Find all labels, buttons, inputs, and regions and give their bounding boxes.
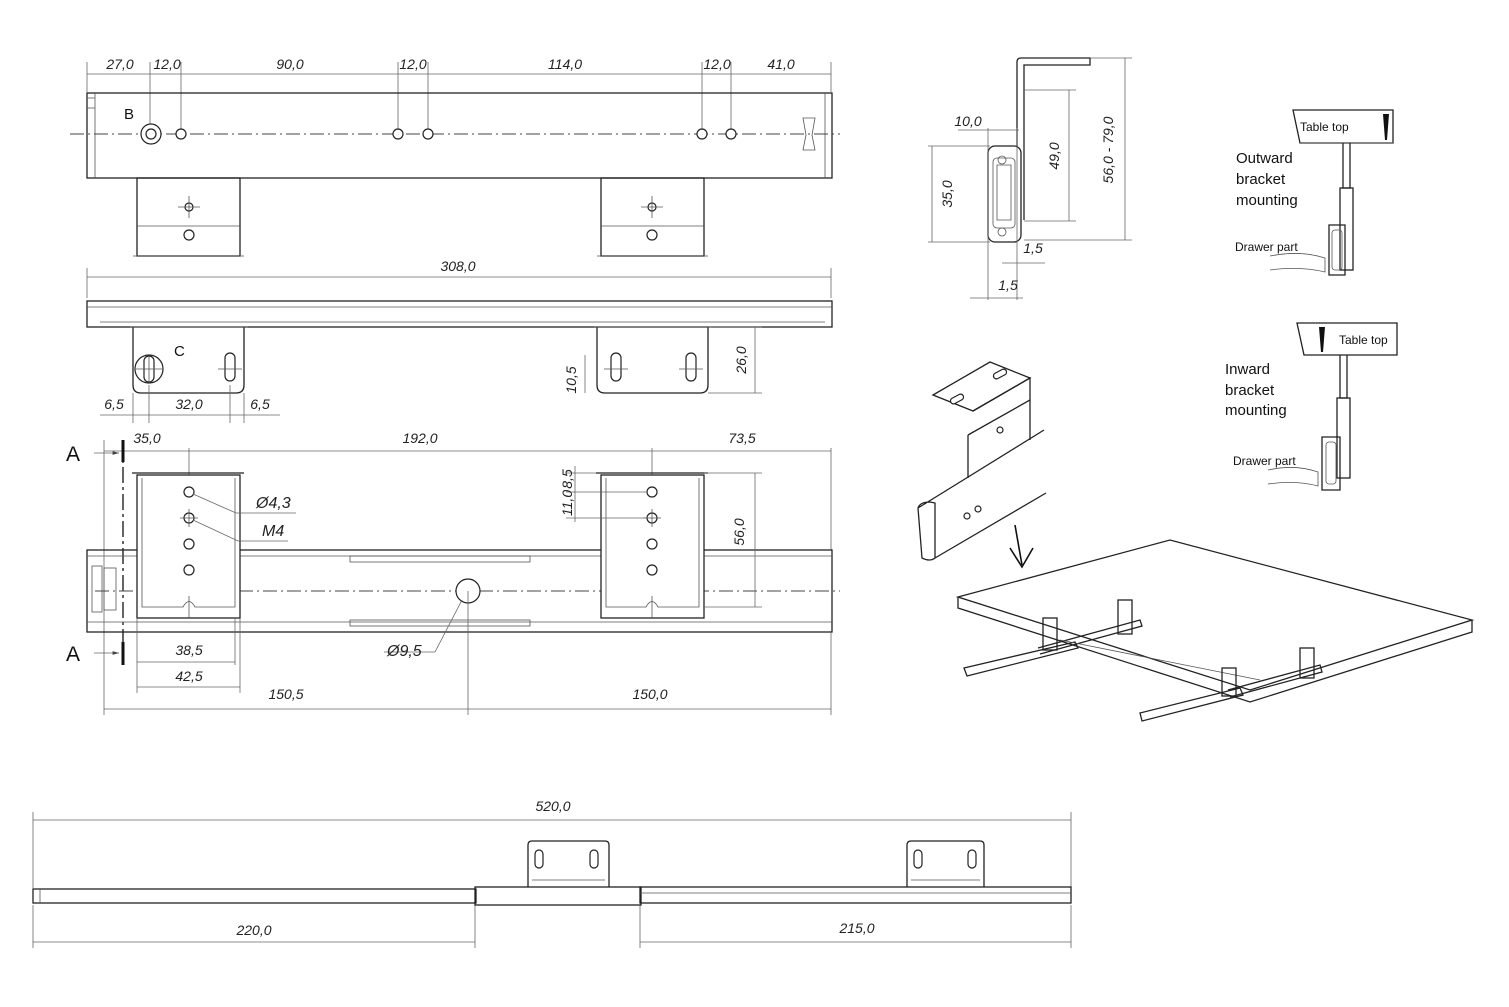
- dim-10-5: 10,5: [563, 366, 579, 393]
- table-top-label-2: Table top: [1339, 333, 1388, 347]
- dim-35-section: 35,0: [939, 180, 955, 207]
- dim-56: 56,0: [731, 518, 747, 545]
- dim-308: 308,0: [440, 258, 475, 274]
- dim-49: 49,0: [1046, 142, 1062, 169]
- dim-220: 220,0: [235, 922, 271, 938]
- inward-title-line1: Inward: [1225, 361, 1270, 378]
- outward-title-line2: bracket: [1236, 171, 1286, 188]
- dim-38-5: 38,5: [175, 642, 202, 658]
- dim-42-5: 42,5: [175, 668, 202, 684]
- dim-8-5: 8,5: [559, 469, 575, 489]
- top-view: 27,0 12,0 90,0 12,0 114,0 12,0 41,0 B: [70, 56, 840, 257]
- isometric-view: [917, 361, 1475, 722]
- section-view: 10,0 35,0 49,0 56,0 - 79,0 1,5 1,5: [928, 57, 1132, 300]
- dim-6-5b: 6,5: [250, 396, 270, 412]
- dim-150-5: 150,5: [268, 686, 303, 702]
- dim-1-5b: 1,5: [998, 277, 1018, 293]
- dim-12c: 12,0: [703, 56, 730, 72]
- outward-mounting-diagram: Outward bracket mounting Table top Drawe…: [1235, 109, 1394, 276]
- dim-150: 150,0: [632, 686, 667, 702]
- thread-m4: M4: [262, 523, 284, 540]
- dim-192: 192,0: [402, 430, 437, 446]
- inward-title-line3: mounting: [1225, 402, 1287, 419]
- side-view: 308,0 C 26,0 10,5 6,5 32,0 6,5: [86, 258, 833, 423]
- center-hole-diameter: Ø9,5: [386, 643, 422, 660]
- dim-10: 10,0: [954, 113, 981, 129]
- dim-90: 90,0: [276, 56, 303, 72]
- dim-27: 27,0: [105, 56, 133, 72]
- dim-56-79: 56,0 - 79,0: [1100, 116, 1116, 183]
- drawer-part-label-2: Drawer part: [1233, 454, 1296, 468]
- marker-b: B: [124, 106, 134, 123]
- dim-6-5a: 6,5: [104, 396, 124, 412]
- dim-26: 26,0: [733, 346, 749, 374]
- marker-c: C: [174, 343, 185, 360]
- section-marker-a-top: A: [66, 443, 80, 466]
- dim-32: 32,0: [175, 396, 202, 412]
- dim-41: 41,0: [767, 56, 794, 72]
- section-marker-a-bottom: A: [66, 643, 80, 666]
- dim-1-5a: 1,5: [1023, 240, 1043, 256]
- dim-12b: 12,0: [399, 56, 426, 72]
- drawer-part-label-1: Drawer part: [1235, 240, 1298, 254]
- inward-title-line2: bracket: [1225, 382, 1275, 399]
- dim-114: 114,0: [548, 56, 582, 72]
- front-view: A A 35,0 192,0 73,5 Ø4,3 M4 8,5 11,0 56,…: [66, 430, 840, 715]
- dim-520: 520,0: [535, 798, 570, 814]
- outward-title-line3: mounting: [1236, 192, 1298, 209]
- extended-view: 520,0 220,0 215,0: [32, 798, 1072, 948]
- dim-73-5: 73,5: [728, 430, 755, 446]
- dim-12a: 12,0: [153, 56, 180, 72]
- inward-mounting-diagram: Inward bracket mounting Table top Drawer…: [1225, 322, 1398, 491]
- outward-title-line1: Outward: [1236, 150, 1293, 167]
- dim-215: 215,0: [838, 920, 874, 936]
- table-top-label-1: Table top: [1300, 120, 1349, 134]
- hole-diameter-4-3: Ø4,3: [255, 495, 291, 512]
- dim-11: 11,0: [559, 490, 575, 516]
- dim-35: 35,0: [133, 430, 160, 446]
